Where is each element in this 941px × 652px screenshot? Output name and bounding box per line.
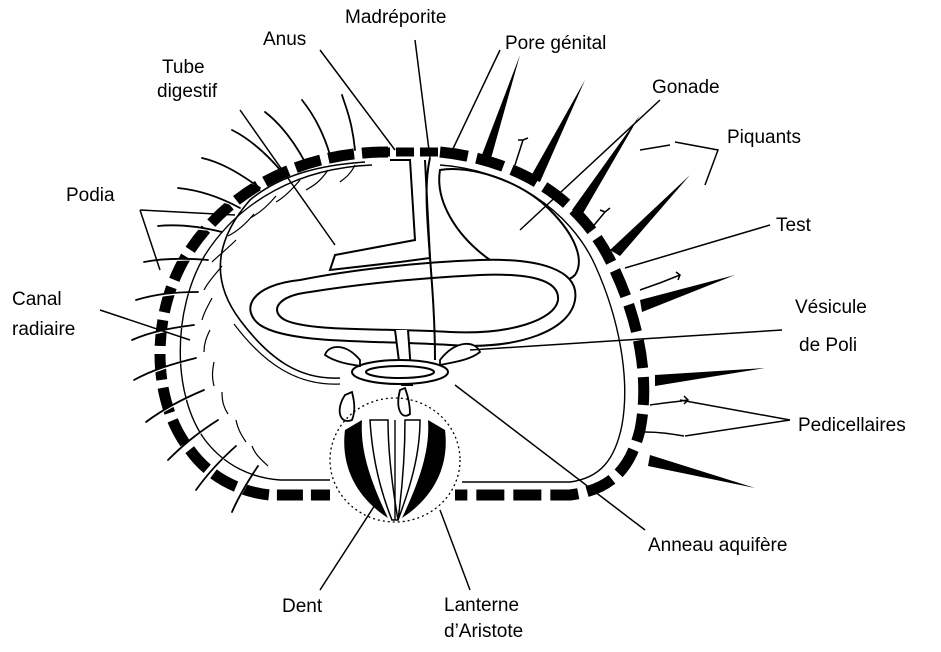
label-madreporite: Madréporite [345,6,446,29]
label-tube-digestif-line2: digestif [157,80,217,103]
label-lanterne-line1: Lanterne [444,594,519,617]
anneau-aquifere-ring [352,360,448,384]
label-canal-radiaire-line1: Canal [12,288,62,311]
label-canal-radiaire-line2: radiaire [12,318,75,341]
label-dent: Dent [282,595,322,618]
label-vesicule-poli-line1: Vésicule [795,296,867,319]
label-anus: Anus [263,28,306,51]
label-pore-genital: Pore génital [505,32,606,55]
label-lanterne-line2: d’Aristote [444,620,523,643]
label-gonade: Gonade [652,76,720,99]
label-podia: Podia [66,184,115,207]
label-piquants: Piquants [727,126,801,149]
label-vesicule-poli-line2: de Poli [799,334,857,357]
label-pedicellaires: Pedicellaires [798,414,906,437]
label-tube-digestif-line1: Tube [162,56,205,79]
label-anneau-aquifere: Anneau aquifère [648,534,787,557]
label-test: Test [776,214,811,237]
